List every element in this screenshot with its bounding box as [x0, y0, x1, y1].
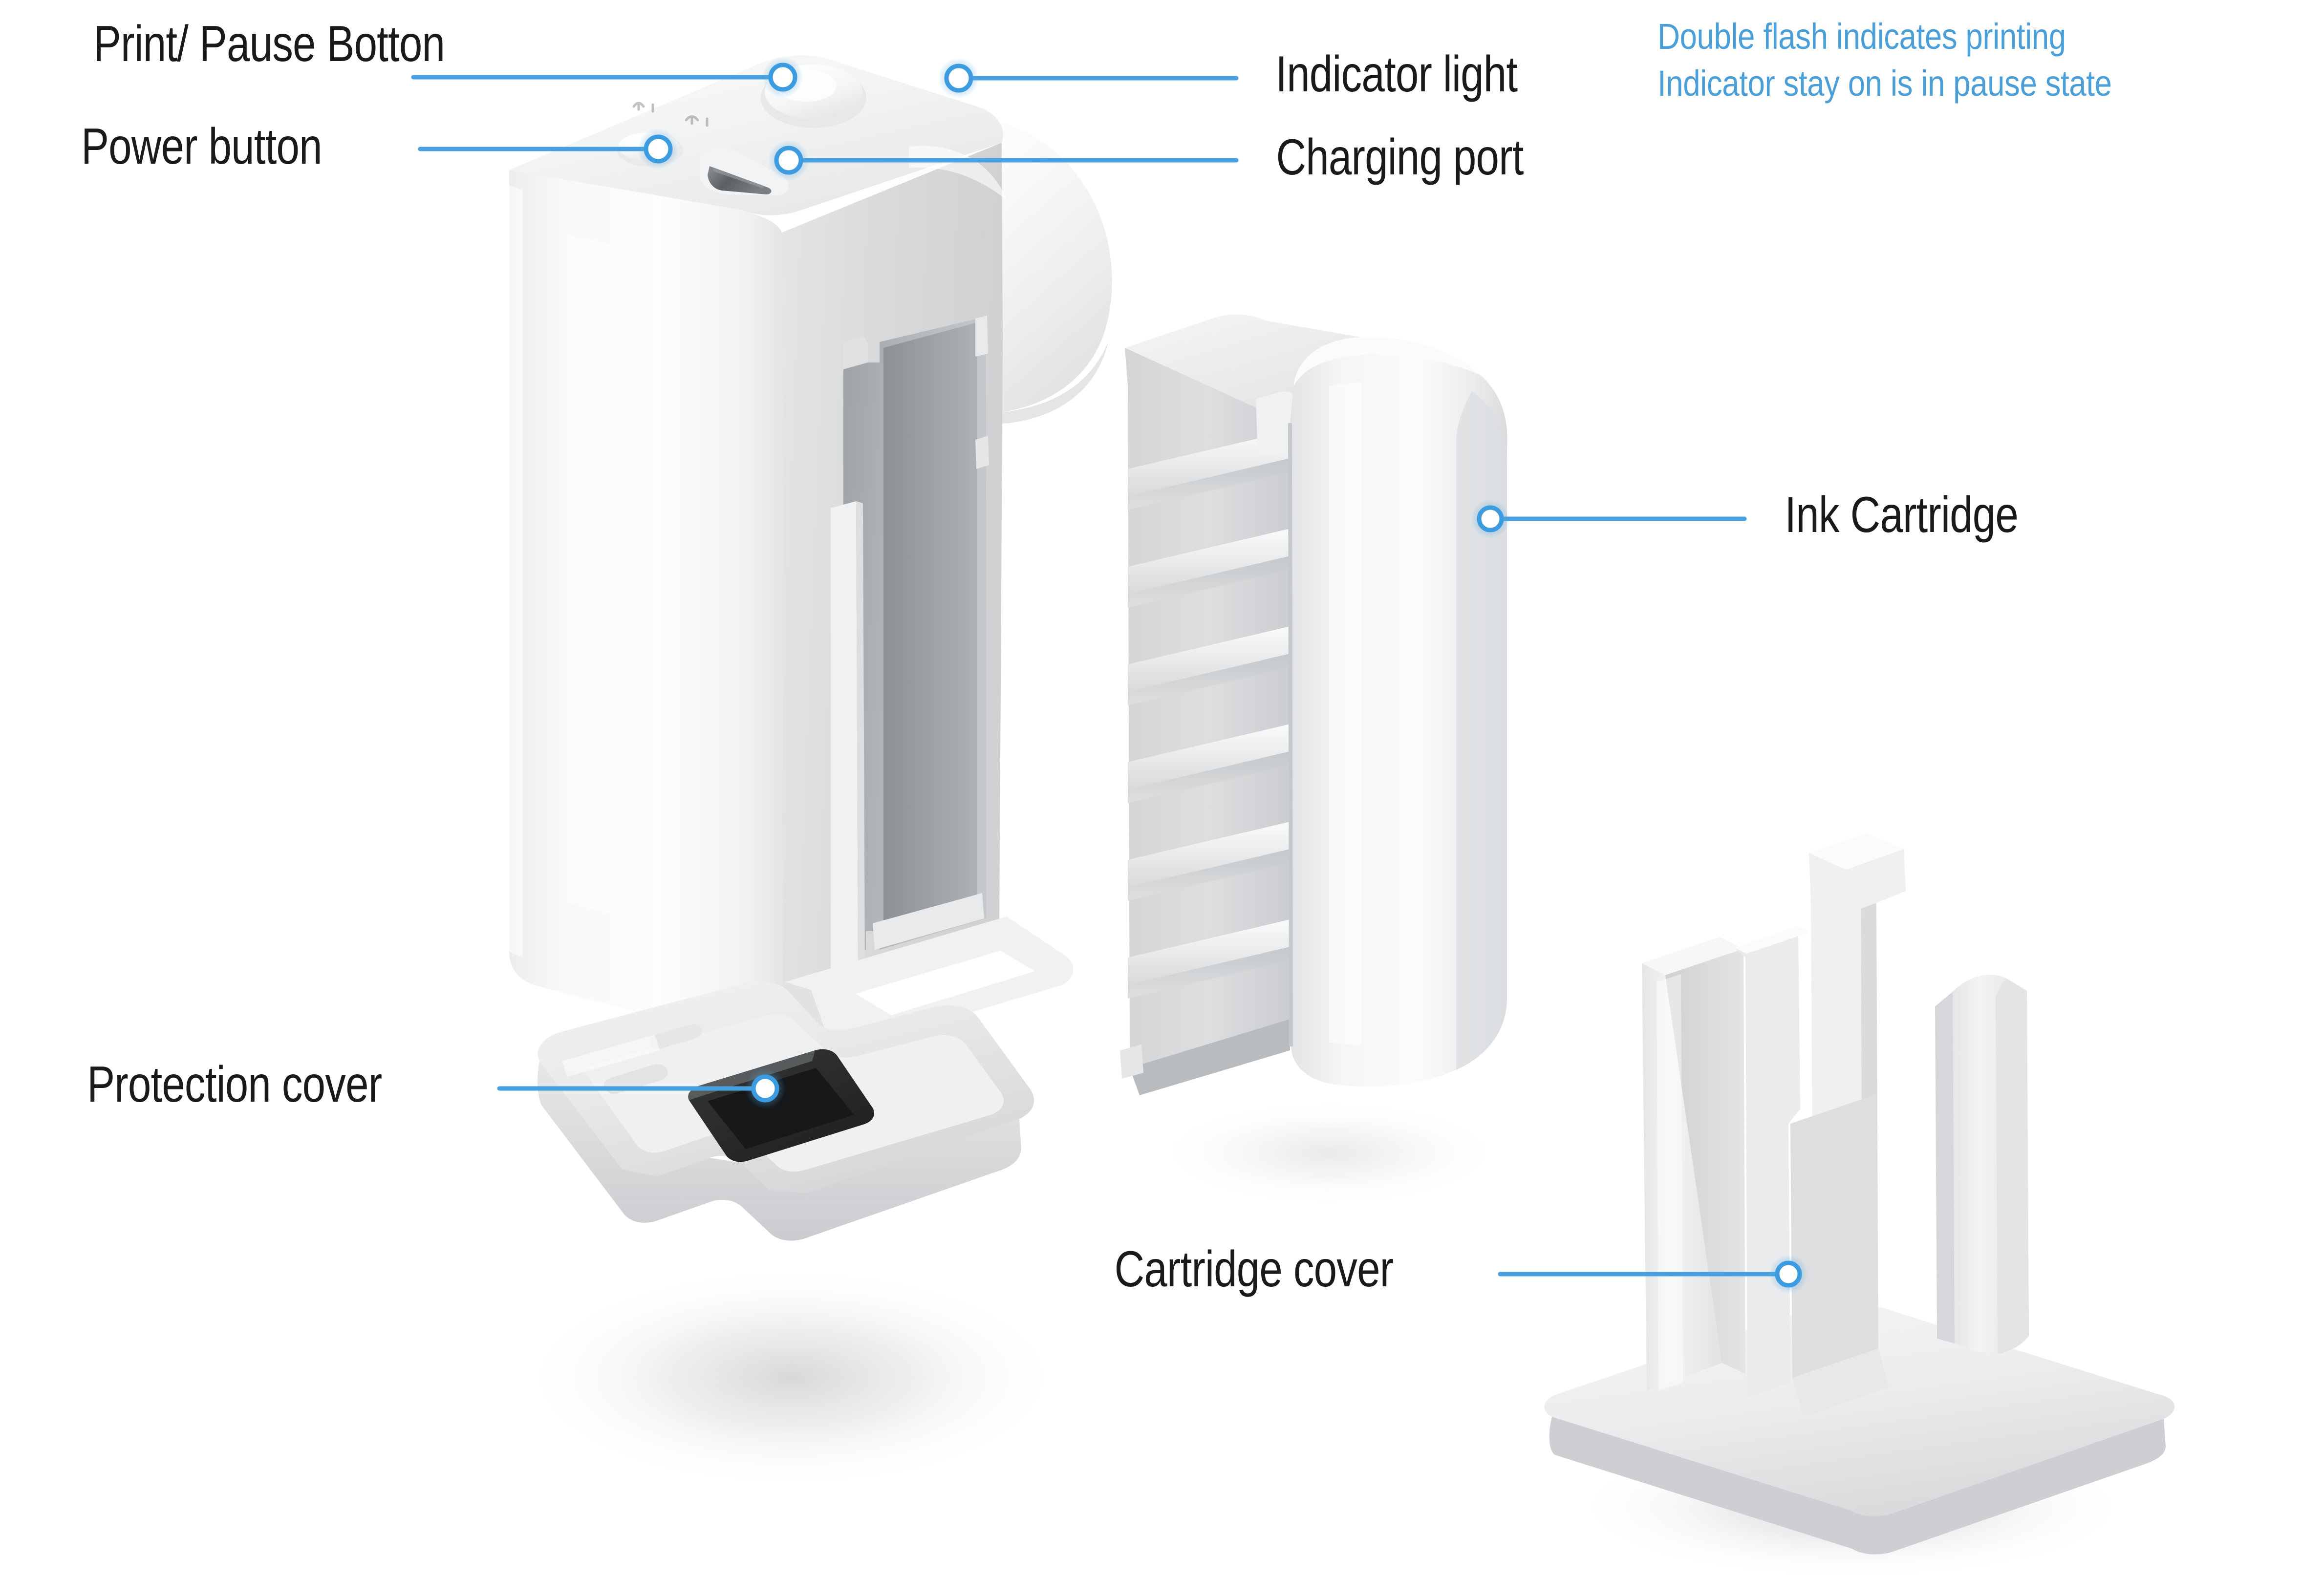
- protection-cover-vent-2: [649, 1024, 702, 1049]
- cradle-divider-fin-top: [1735, 926, 1810, 954]
- cradle-sheen: [1657, 974, 1683, 1390]
- label-charging-port: Charging port: [1276, 129, 1524, 186]
- cartridge-front-shade: [1456, 391, 1507, 1070]
- shadow-ink-cartridge: [1153, 1099, 1505, 1207]
- label-protection-cover: Protection cover: [87, 1056, 382, 1113]
- cradle-left-wall-inner: [1665, 949, 1745, 1374]
- cradle-hook-fin-top: [1809, 833, 1904, 870]
- label-print-pause-button: Print/ Pause Botton: [93, 16, 445, 72]
- printer-rear-bulge-lower: [997, 274, 1109, 424]
- cartridge-seam: [1288, 423, 1293, 1047]
- cavity-deep-panel: [883, 322, 977, 942]
- printer-body-group: [509, 55, 1112, 1049]
- cavity-notch-top-left: [843, 336, 868, 369]
- label-cartridge-cover: Cartridge cover: [1114, 1241, 1394, 1298]
- endpoint-indicator-light: [938, 58, 979, 99]
- label-indicator-light: Indicator light: [1275, 46, 1518, 103]
- printer-left-highlight: [509, 186, 523, 958]
- cartridge-latch-tab: [1256, 391, 1298, 456]
- cartridge-fins: [1128, 431, 1290, 999]
- cradle-left-wall-top: [1642, 937, 1743, 975]
- cradle-right-wall-shade: [1996, 979, 2029, 1354]
- cavity-notch-right-upper: [975, 316, 988, 357]
- cartridge-cover-group: [1544, 833, 2175, 1555]
- cradle-base-edge: [1549, 1417, 2166, 1555]
- cartridge-ribbed-side: [1125, 348, 1290, 1081]
- note-indicator-pause-state: Indicator stay on is in pause state: [1657, 63, 2112, 104]
- cartridge-front-sheen: [1329, 382, 1361, 1045]
- callout-endpoint-dots: [638, 57, 1808, 1294]
- label-ink-cartridge: Ink Cartridge: [1785, 487, 2018, 543]
- label-power-button: Power button: [81, 118, 322, 175]
- endpoint-power-button: [638, 128, 679, 170]
- endpoint-ink-cartridge: [1471, 499, 1510, 538]
- callout-leader-lines: [411, 75, 1781, 1277]
- endpoint-print-pause-button: [762, 57, 803, 98]
- cartridge-bottom-foot: [1130, 1019, 1290, 1095]
- shadow-protection-cover: [518, 1265, 1065, 1490]
- cradle-right-wall-inner: [1935, 992, 1955, 1343]
- printer-front-sheen: [567, 234, 635, 918]
- cartridge-front-lip: [1294, 337, 1481, 386]
- cavity-left-rail: [831, 501, 858, 975]
- printer-top-face: [509, 55, 1003, 215]
- cavity-inner-shelf: [873, 893, 984, 950]
- cavity-notch-right-mid: [975, 436, 989, 469]
- control-icon-marks: [632, 102, 709, 127]
- protection-cover-group: [537, 981, 1034, 1241]
- endpoint-cartridge-cover: [1769, 1255, 1808, 1294]
- protection-cover-edge: [537, 1061, 1021, 1241]
- print-head-recess-well: [708, 1068, 854, 1149]
- printer-front-face: [509, 170, 783, 1039]
- cradle-center-rib: [1792, 1348, 1889, 1417]
- cradle-inner-back: [1790, 1094, 1878, 1378]
- printer-cartridge-cavity: [831, 316, 989, 975]
- protection-cover-sheen: [562, 1035, 660, 1077]
- cavity-left-rail-edge: [856, 501, 865, 969]
- endpoint-protection-cover: [745, 1068, 786, 1109]
- endpoint-charging-port: [768, 140, 809, 181]
- ink-cartridge-group: [1120, 314, 1507, 1095]
- door-hinge-cutout: [855, 951, 1035, 1015]
- charging-port-3d: [700, 148, 789, 195]
- note-indicator-double-flash: Double flash indicates printing: [1657, 16, 2066, 57]
- cartridge-bottom-tab: [1120, 1044, 1143, 1079]
